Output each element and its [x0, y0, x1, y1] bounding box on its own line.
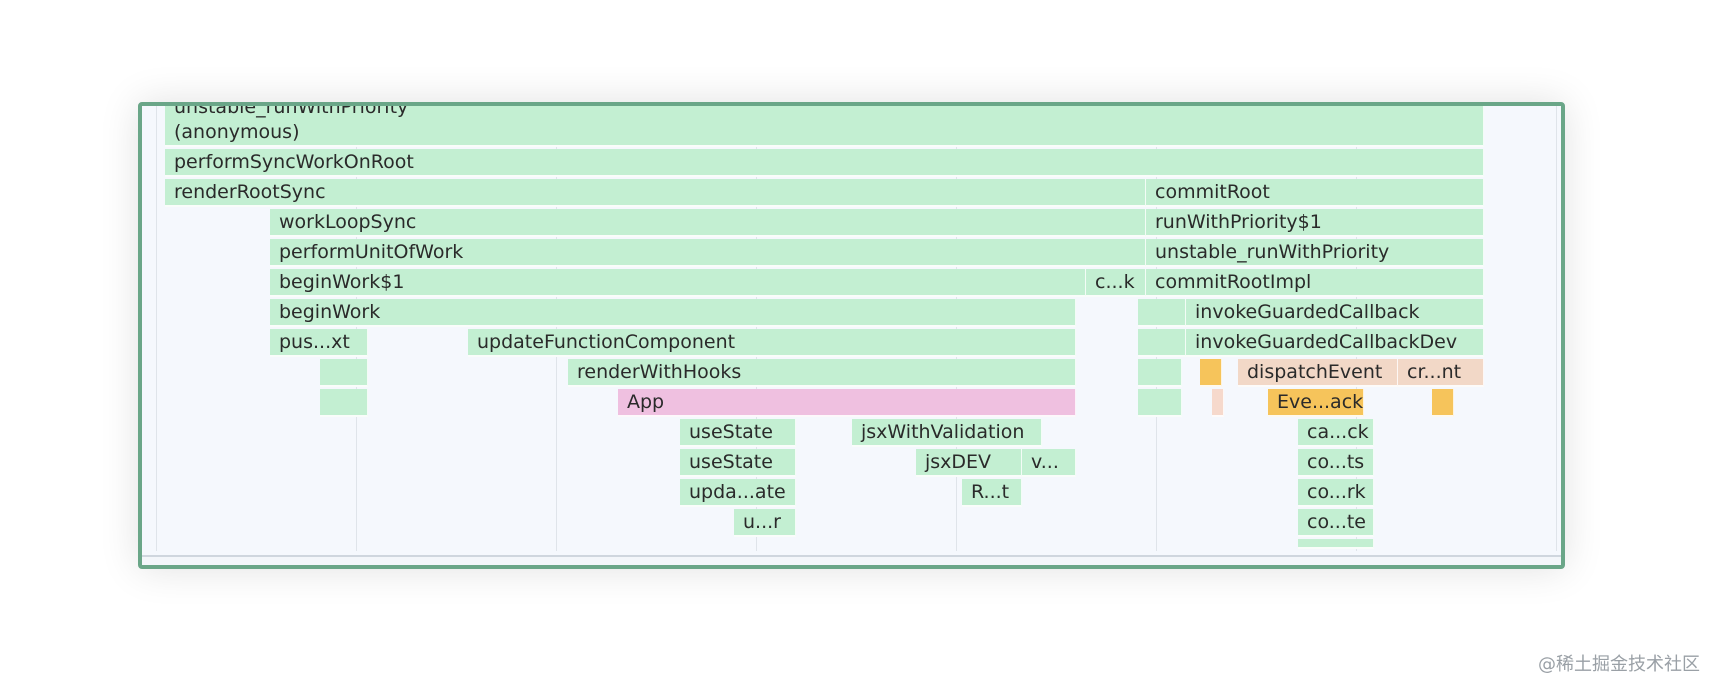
flame-frame[interactable]: R...t	[962, 479, 1022, 507]
flame-frame[interactable]: commitRootImpl	[1146, 269, 1484, 297]
flame-frame[interactable]: renderRootSync	[165, 179, 1146, 207]
flame-frame[interactable]: invokeGuardedCallbackDev	[1186, 329, 1484, 357]
gridline	[156, 106, 157, 551]
flame-frame[interactable]: (anonymous)	[165, 119, 1484, 147]
flame-frame-sliver	[1298, 539, 1374, 549]
flame-frame[interactable]: useState	[680, 449, 796, 477]
gridline	[956, 106, 957, 551]
watermark: @稀土掘金技术社区	[1538, 654, 1700, 675]
flame-frame[interactable]	[320, 359, 368, 387]
flame-frame[interactable]	[1138, 329, 1186, 357]
flame-frame[interactable]	[1432, 389, 1454, 417]
flame-frame[interactable]	[1138, 299, 1186, 327]
flame-frame[interactable]: performSyncWorkOnRoot	[165, 149, 1484, 177]
flame-frame[interactable]: u...r	[734, 509, 796, 537]
flame-frame[interactable]: co...rk	[1298, 479, 1374, 507]
flame-frame[interactable]: v...	[1022, 449, 1076, 477]
flame-frame[interactable]: c...k	[1086, 269, 1146, 297]
timeline-bottom-strip	[142, 555, 1561, 565]
flame-frame[interactable]	[1138, 359, 1182, 387]
flame-frame[interactable]	[320, 389, 368, 417]
flame-frame[interactable]: updateFunctionComponent	[468, 329, 1076, 357]
flame-frame[interactable]	[1200, 359, 1222, 387]
flame-frame[interactable]: useState	[680, 419, 796, 447]
flame-frame[interactable]: beginWork$1	[270, 269, 1086, 297]
flame-frame[interactable]: beginWork	[270, 299, 1076, 327]
flame-frame[interactable]: runWithPriority$1	[1146, 209, 1484, 237]
flame-frame[interactable]	[1212, 389, 1224, 417]
flame-chart-panel: unstable_runWithPriority (anonymous) per…	[138, 102, 1565, 569]
flame-frame[interactable]: jsxWithValidation	[852, 419, 1042, 447]
gridline	[556, 106, 557, 551]
flame-frame[interactable]: unstable_runWithPriority	[1146, 239, 1484, 267]
flame-frame[interactable]: upda...ate	[680, 479, 796, 507]
flame-frame[interactable]: cr...nt	[1398, 359, 1484, 387]
gridline	[1356, 106, 1357, 551]
flame-frame[interactable]: dispatchEvent	[1238, 359, 1398, 387]
flame-frame[interactable]: invokeGuardedCallback	[1186, 299, 1484, 327]
flame-frame[interactable]: workLoopSync	[270, 209, 1146, 237]
flame-frame[interactable]	[1138, 389, 1182, 417]
flame-frame[interactable]: jsxDEV	[916, 449, 1022, 477]
flame-frame[interactable]: co...ts	[1298, 449, 1374, 477]
gridline	[756, 106, 757, 551]
flame-frame[interactable]: renderWithHooks	[568, 359, 1076, 387]
flame-frame[interactable]: co...te	[1298, 509, 1374, 537]
gridline	[356, 106, 357, 551]
gridline	[1156, 106, 1157, 551]
gridline	[1556, 106, 1557, 551]
flame-frame[interactable]: App	[618, 389, 1076, 417]
flame-frame[interactable]: performUnitOfWork	[270, 239, 1146, 267]
flame-frame[interactable]: pus...xt	[270, 329, 368, 357]
flame-frame[interactable]: commitRoot	[1146, 179, 1484, 207]
flame-frame[interactable]: ca...ck	[1298, 419, 1374, 447]
flame-frame[interactable]: Eve...ack	[1268, 389, 1364, 417]
